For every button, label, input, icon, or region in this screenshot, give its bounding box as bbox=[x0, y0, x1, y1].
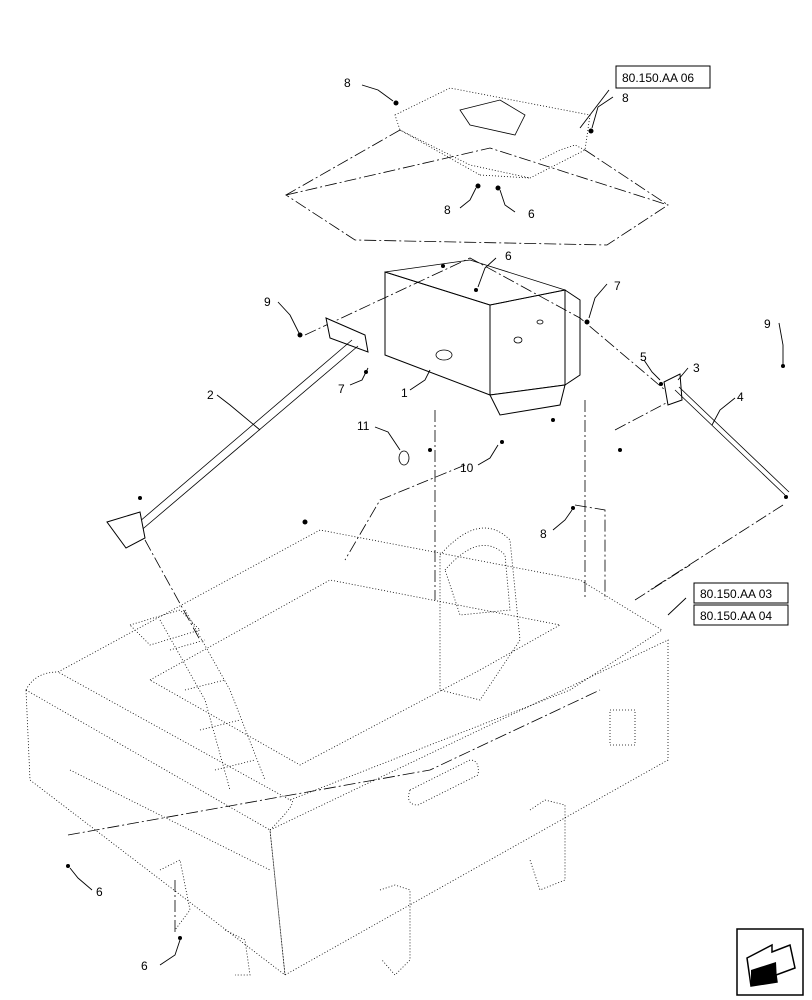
callout-8: 8 bbox=[444, 203, 451, 217]
callout-6: 6 bbox=[141, 959, 148, 973]
next-page-arrow-icon[interactable] bbox=[736, 928, 804, 996]
callout-10: 10 bbox=[460, 461, 474, 475]
svg-text:80.150.AA 06: 80.150.AA 06 bbox=[622, 71, 694, 85]
chassis-frame bbox=[25, 527, 669, 976]
callout-8: 8 bbox=[622, 91, 629, 105]
callout-6: 6 bbox=[96, 885, 103, 899]
hardware-bolts bbox=[66, 100, 785, 940]
callout-11: 11 bbox=[357, 419, 370, 433]
reference-box-03[interactable]: 80.150.AA 03 bbox=[693, 582, 789, 604]
callout-6: 6 bbox=[505, 249, 512, 263]
svg-text:80.150.AA 03: 80.150.AA 03 bbox=[700, 587, 772, 601]
callout-9: 9 bbox=[764, 317, 771, 331]
callout-8: 8 bbox=[344, 76, 351, 90]
projection-outline-lower bbox=[67, 689, 601, 836]
reference-box-06[interactable]: 80.150.AA 06 bbox=[615, 65, 711, 89]
callout-4: 4 bbox=[737, 390, 744, 404]
callout-8: 8 bbox=[540, 527, 547, 541]
bracket-plate bbox=[384, 259, 581, 416]
svg-text:80.150.AA 04: 80.150.AA 04 bbox=[700, 609, 772, 623]
projection-outline-bracket bbox=[304, 257, 666, 391]
callout-6: 6 bbox=[528, 207, 535, 221]
callout-numbers: 8 8 8 6 6 9 7 9 5 3 7 1 2 4 11 10 8 6 6 bbox=[96, 76, 771, 973]
callout-9: 9 bbox=[264, 295, 271, 309]
top-cover-plate bbox=[394, 87, 591, 179]
leader-lines bbox=[69, 84, 784, 966]
callout-7: 7 bbox=[614, 279, 621, 293]
support-rod-right bbox=[663, 373, 790, 499]
callout-1: 1 bbox=[401, 386, 408, 400]
callout-7: 7 bbox=[338, 382, 345, 396]
support-rod-left bbox=[106, 317, 369, 549]
callout-3: 3 bbox=[693, 361, 700, 375]
callout-5: 5 bbox=[640, 350, 647, 364]
reference-box-04[interactable]: 80.150.AA 04 bbox=[693, 604, 789, 626]
callout-2: 2 bbox=[207, 388, 214, 402]
